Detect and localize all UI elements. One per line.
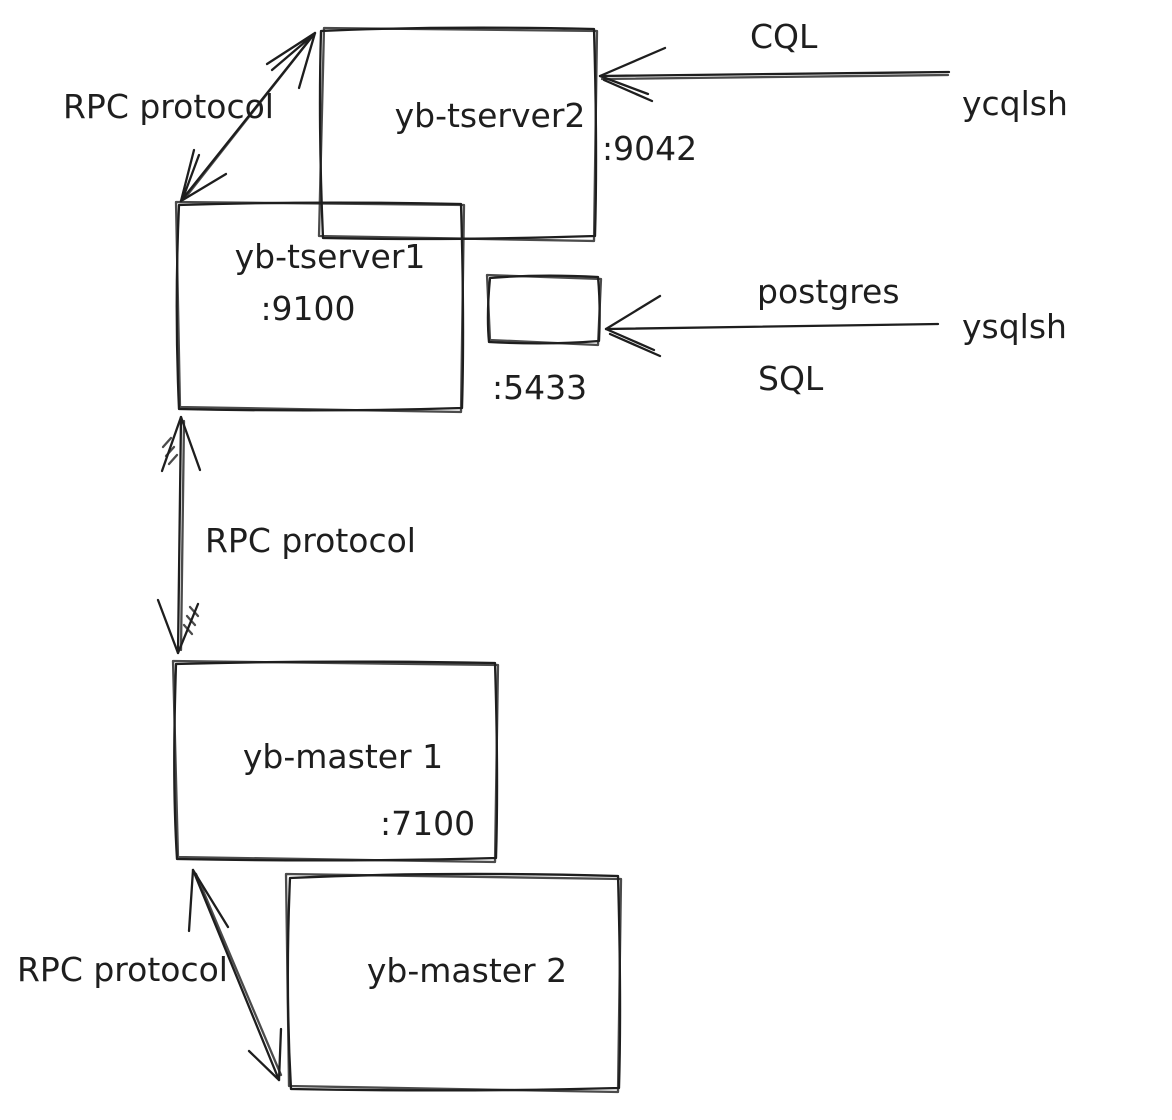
node-port-label: :9100 [260, 289, 355, 328]
arrow-head-bottom [247, 1027, 283, 1082]
edge-label: CQL [750, 17, 818, 56]
box-outline-second-pass [284, 872, 623, 1094]
box-outline-second-pass [317, 26, 599, 243]
client-label: ysqlsh [962, 307, 1067, 346]
node-yb-tserver2: yb-tserver2 :9042 [317, 26, 697, 243]
node-ysql-proxy-box: :5433 [485, 273, 603, 407]
node-label: yb-tserver2 [395, 96, 586, 135]
edge-label: RPC protocol [17, 950, 228, 989]
edge-rpc-tserver1-master1: RPC protocol [156, 415, 416, 655]
arrow-head-top [160, 415, 202, 473]
box-outline-second-pass [174, 200, 466, 414]
arrow-head [598, 46, 667, 103]
arrow-shaft [598, 70, 951, 78]
edge-label: RPC protocol [205, 521, 416, 560]
edge-label: RPC protocol [63, 87, 274, 126]
arrow-head-top [265, 31, 317, 90]
box-outline-second-pass [171, 659, 500, 864]
arrow-shaft [604, 322, 940, 331]
node-yb-master-2: yb-master 2 [284, 872, 623, 1094]
arrow-shaft-second-pass [183, 36, 313, 200]
edge-sql-ysqlsh: postgres SQL ysqlsh [604, 272, 1067, 398]
box-outline-second-pass [485, 273, 603, 347]
edge-cql-ycqlsh: CQL ycqlsh [598, 17, 1068, 123]
arrow-head [604, 294, 662, 358]
arrow-shaft-second-pass [600, 73, 950, 81]
node-yb-master-1: yb-master 1 :7100 [171, 659, 500, 864]
arrow-head-bottom [179, 148, 228, 203]
edge-label: postgres [757, 272, 900, 311]
arrow-head-top [187, 868, 230, 933]
arrow-shaft-second-pass [179, 419, 186, 652]
arrow-shaft-second-pass [194, 872, 283, 1077]
node-label: yb-tserver1 [235, 237, 426, 276]
node-yb-tserver1: yb-tserver1 :9100 [174, 200, 466, 414]
node-label: yb-master 1 [243, 737, 443, 776]
arrow-shaft [191, 868, 281, 1082]
node-label: yb-master 2 [367, 951, 567, 990]
node-port-label: :7100 [380, 804, 475, 843]
client-label: ycqlsh [962, 84, 1068, 123]
box-outline [486, 274, 601, 345]
arrow-head-bottom-hatch [182, 605, 200, 636]
node-port-label: :9042 [602, 129, 697, 168]
arrow-shaft [176, 415, 183, 655]
edge-rpc-tserver1-tserver2: RPC protocol [63, 31, 317, 203]
edge-sublabel: SQL [758, 359, 824, 398]
edge-rpc-master1-master2: RPC protocol [17, 868, 283, 1082]
arrow-head-top-hatch [161, 436, 179, 466]
node-port-label: :5433 [492, 368, 587, 407]
